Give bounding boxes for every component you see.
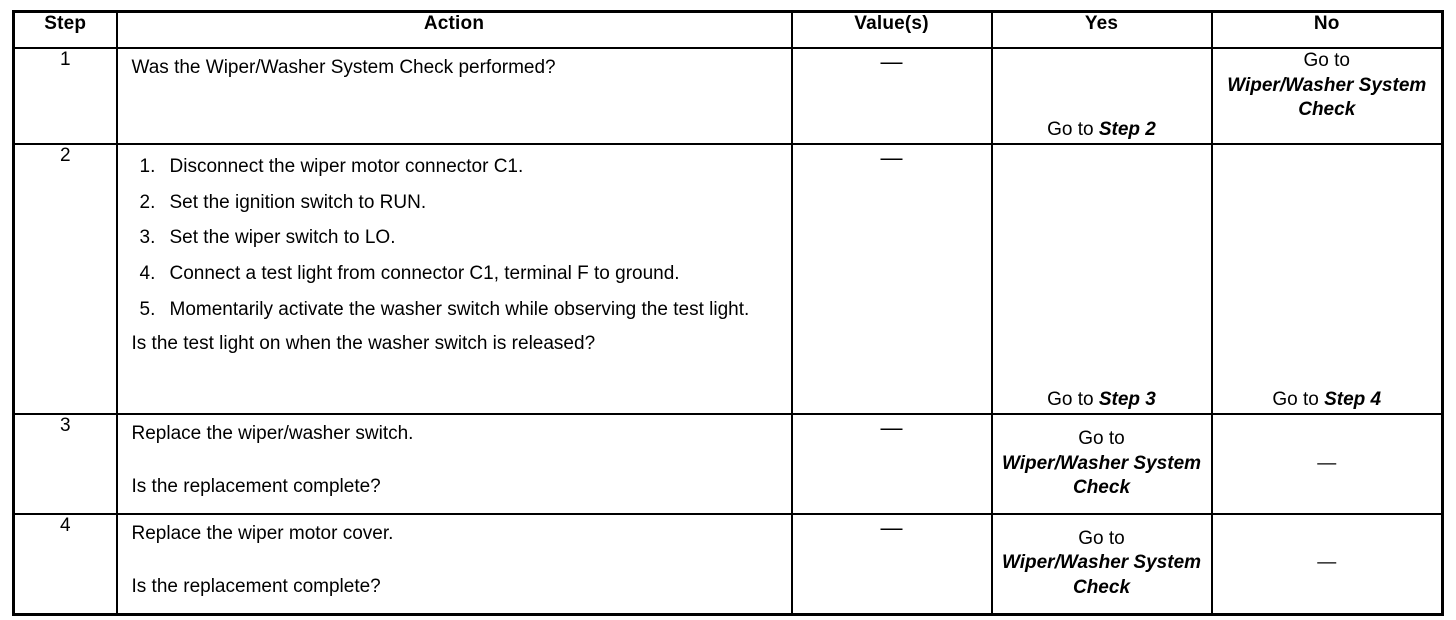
yes-branch-cell: Go to Step 3 — [990, 143, 1213, 415]
blank-line — [132, 548, 777, 574]
table-body: 1 Was the Wiper/Washer System Check perf… — [12, 47, 1444, 615]
goto-prefix: Go to — [1047, 119, 1094, 141]
action-cell: Replace the wiper motor cover. Is the re… — [115, 513, 793, 615]
no-branch-cell: — — [1210, 413, 1444, 515]
list-item: Connect a test light from connector C1, … — [140, 262, 680, 286]
action-body: Replace the wiper/washer switch. Is the … — [118, 415, 791, 505]
blank-line — [132, 448, 777, 474]
value-cell: — — [790, 513, 993, 615]
em-dash: — — [1317, 552, 1337, 574]
action-cell: Replace the wiper/washer switch. Is the … — [115, 413, 793, 515]
goto-prefix-line: Go to — [1078, 427, 1125, 449]
table-header: Step Action Value(s) Yes No — [12, 10, 1444, 49]
action-question-text: Is the replacement complete? — [131, 576, 381, 598]
table-row: 1 Was the Wiper/Washer System Check perf… — [12, 47, 1444, 145]
table-row: 3 Replace the wiper/washer switch. Is th… — [12, 413, 1444, 515]
goto-line: Go to Step 2 — [993, 118, 1211, 143]
table-row: 4 Replace the wiper motor cover. Is the … — [12, 513, 1444, 615]
goto-target: Step 4 — [1324, 389, 1382, 411]
column-header-no: No — [1210, 10, 1444, 49]
value-cell: — — [790, 47, 993, 145]
list-item: Set the wiper switch to LO. — [140, 226, 396, 250]
header-row: Step Action Value(s) Yes No — [12, 10, 1444, 49]
column-header-action: Action — [115, 10, 793, 49]
yes-branch-cell: Go to Wiper/Washer System Check — [990, 513, 1213, 615]
no-branch-cell: Go to Step 4 — [1210, 143, 1444, 415]
goto-prefix: Go to — [1047, 389, 1094, 411]
value-cell: — — [790, 413, 993, 515]
list-item: Disconnect the wiper motor connector C1. — [140, 155, 524, 179]
goto-target: Step 3 — [1098, 389, 1156, 411]
goto-line: Go to Step 4 — [1213, 388, 1442, 413]
substep-list: Disconnect the wiper motor connector C1.… — [132, 155, 777, 322]
action-cell: Was the Wiper/Washer System Check perfor… — [115, 47, 793, 145]
list-item: Momentarily activate the washer switch w… — [140, 298, 750, 322]
value-cell: — — [790, 143, 993, 415]
step-number-cell: 4 — [12, 513, 118, 615]
yes-branch-cell: Go to Wiper/Washer System Check — [990, 413, 1213, 515]
action-intro-text: Replace the wiper motor cover. — [131, 523, 394, 544]
table-row: 2 Disconnect the wiper motor connector C… — [12, 143, 1444, 415]
diagnostic-step-table: Step Action Value(s) Yes No 1 Was the Wi… — [12, 10, 1444, 616]
em-dash: — — [880, 145, 903, 170]
goto-prefix-line: Go to — [1303, 50, 1350, 71]
no-branch-cell: — — [1210, 513, 1444, 615]
action-body: Replace the wiper motor cover. Is the re… — [118, 515, 791, 605]
action-intro-text: Was the Wiper/Washer System Check perfor… — [131, 57, 556, 78]
action-body: Was the Wiper/Washer System Check perfor… — [118, 49, 791, 88]
list-item: Set the ignition switch to RUN. — [140, 191, 427, 215]
em-dash: — — [880, 49, 903, 74]
goto-prefix-line: Go to — [1078, 527, 1125, 549]
step-number-cell: 2 — [12, 143, 118, 415]
goto-target-line: Wiper/Washer System Check — [1001, 452, 1202, 499]
action-body: Disconnect the wiper motor connector C1.… — [118, 145, 791, 363]
goto-target-line: Wiper/Washer System Check — [1227, 74, 1427, 121]
em-dash: — — [880, 515, 903, 540]
action-intro-text: Replace the wiper/washer switch. — [131, 423, 414, 444]
step-number-cell: 1 — [12, 47, 118, 145]
step-number-cell: 3 — [12, 413, 118, 515]
action-question-text: Is the test light on when the washer swi… — [131, 333, 596, 355]
action-cell: Disconnect the wiper motor connector C1.… — [115, 143, 793, 415]
action-question-text: Is the replacement complete? — [131, 476, 381, 498]
em-dash: — — [880, 415, 903, 440]
goto-target: Step 2 — [1098, 119, 1156, 141]
no-branch-cell: Go to Wiper/Washer System Check — [1210, 47, 1444, 145]
column-header-step: Step — [12, 10, 118, 49]
goto-line: Go to Step 3 — [993, 388, 1211, 413]
em-dash: — — [1317, 452, 1337, 474]
column-header-values: Value(s) — [790, 10, 993, 49]
yes-branch-cell: Go to Step 2 — [990, 47, 1213, 145]
goto-target-line: Wiper/Washer System Check — [1001, 552, 1202, 599]
goto-prefix: Go to — [1272, 389, 1319, 411]
column-header-yes: Yes — [990, 10, 1213, 49]
